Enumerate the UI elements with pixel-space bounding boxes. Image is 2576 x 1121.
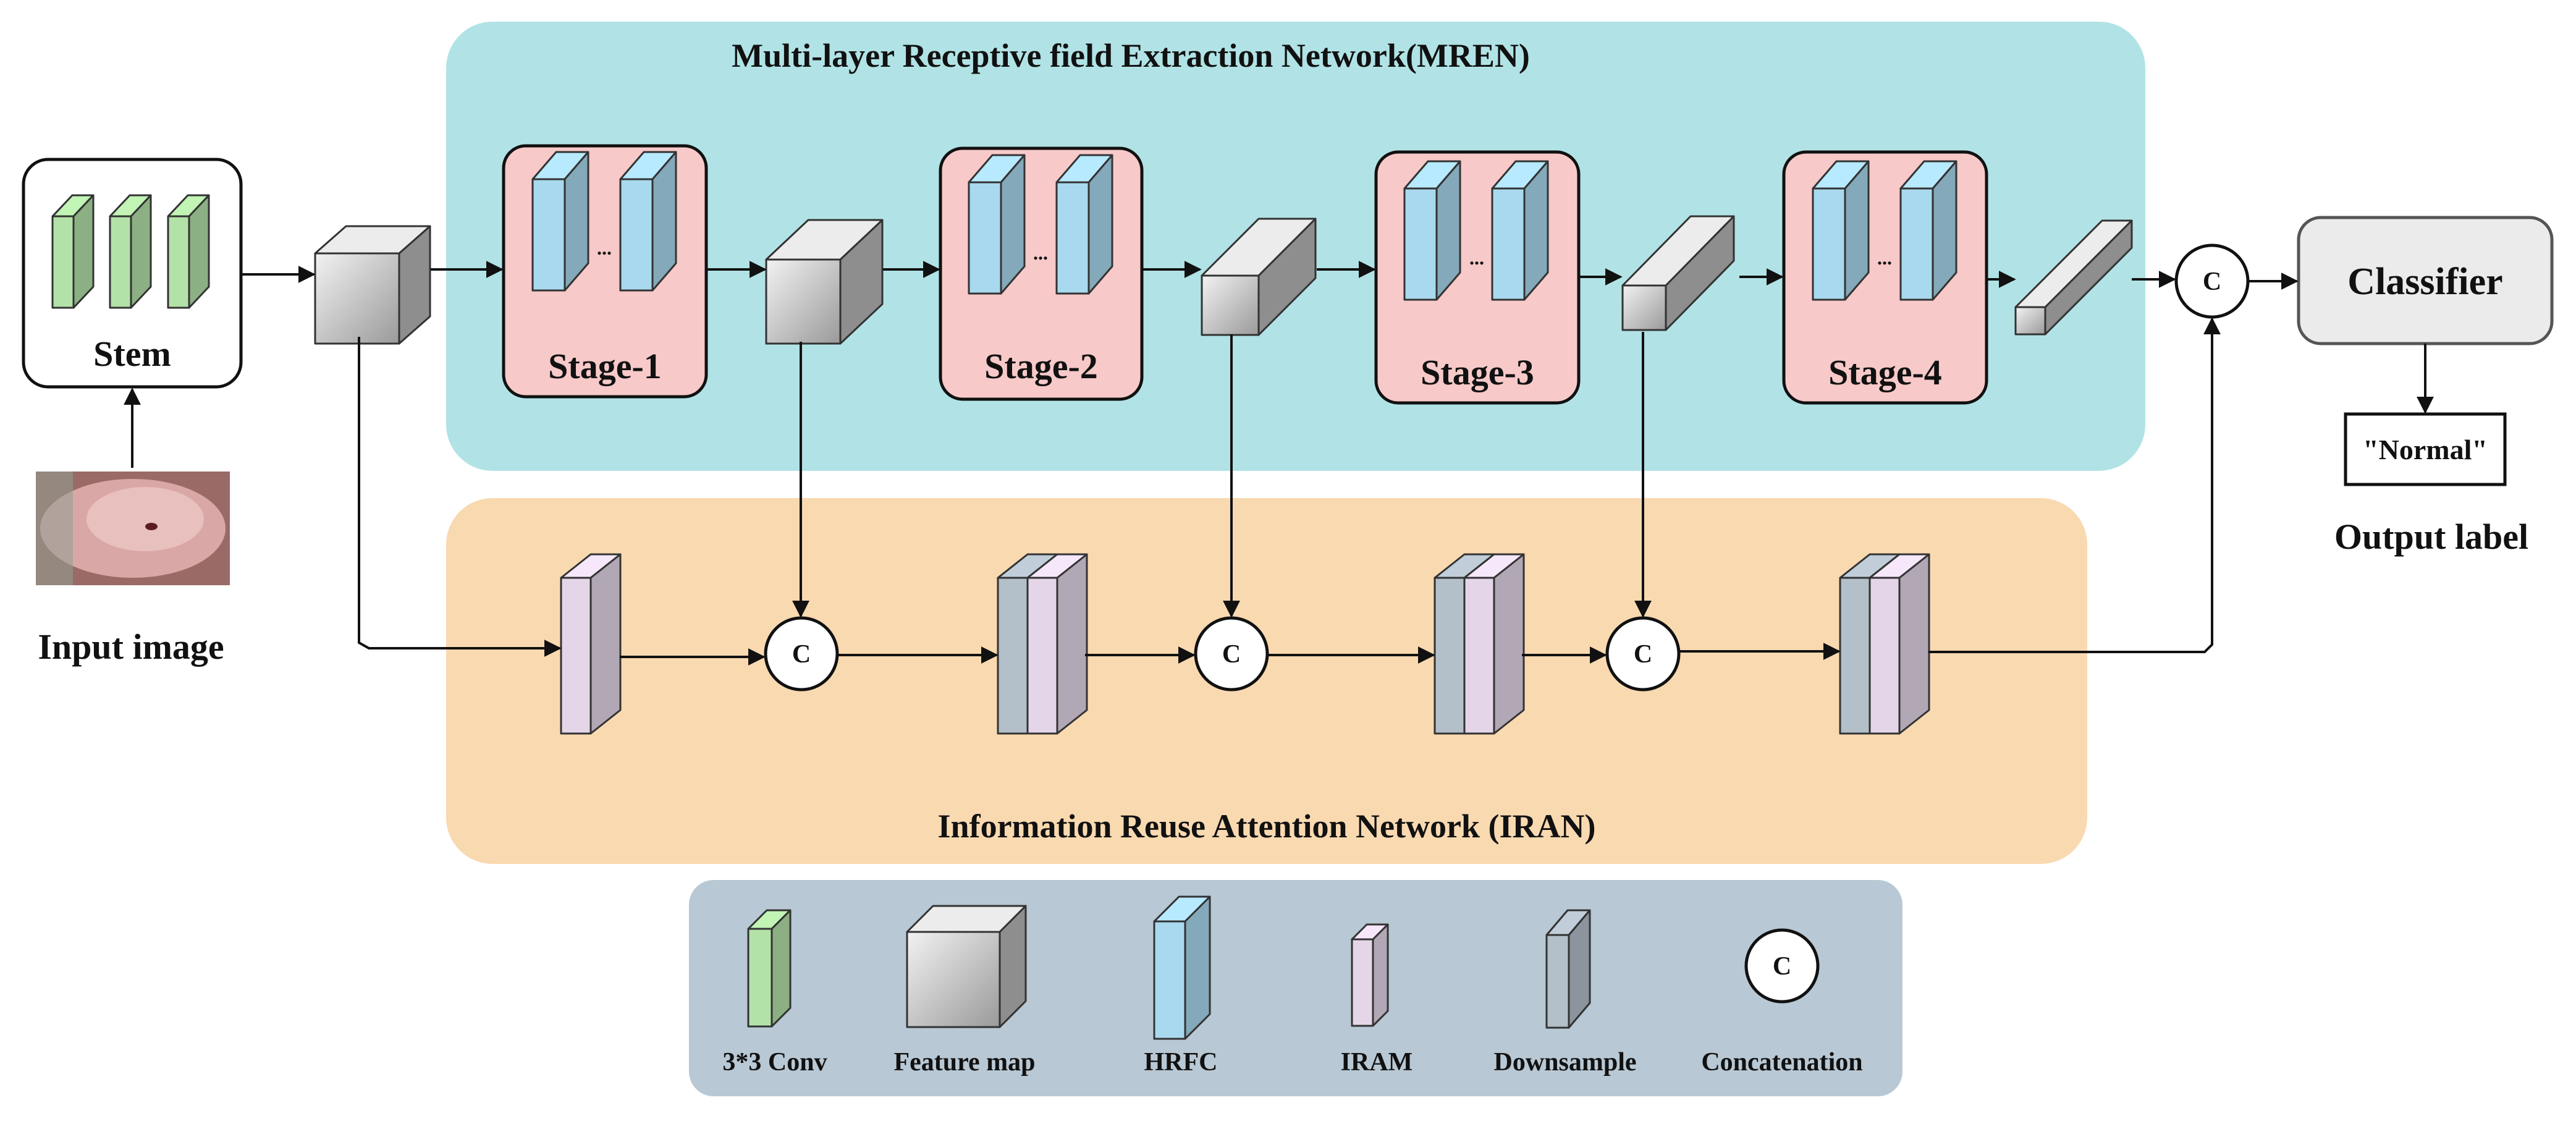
input-image-label: Input image [38,627,224,667]
stage-4-label: Stage-4 [1828,352,1942,392]
stage-1-dots: ... [597,237,612,259]
stage-2-dots: ... [1033,242,1048,264]
legend-label-concatenation: Concatenation [1701,1048,1862,1077]
svg-text:C: C [1222,640,1241,669]
stage-3-hrfc-block-a [1403,160,1461,301]
iram-block-icon [1351,923,1389,1027]
stem-label: Stem [93,334,171,374]
legend-label-hrfc: HRFC [1144,1048,1218,1077]
classifier-label: Classifier [2347,261,2502,303]
stage-1-hrfc-block-b [619,151,677,292]
connection-arrows [124,261,2434,666]
stage-1-hrfc-block-a [531,151,589,292]
output-value: "Normal" [2363,434,2488,465]
hrfc-block-icon [1153,895,1211,1040]
iran-iram-block-3 [1463,553,1525,735]
iran-iram-block-4 [1869,553,1930,735]
input-image-thumbnail [36,472,230,585]
feature-map-cube-1 [765,219,884,345]
iran-iram-block-1 [560,553,622,735]
svg-text:C: C [792,640,811,669]
stage-2-hrfc-block-b [1055,154,1113,295]
stage-3-dots: ... [1469,247,1484,269]
stage-3-hrfc-block-b [1491,160,1549,301]
stage-2-label: Stage-2 [984,346,1098,386]
stem-conv-block-1 [51,194,95,309]
svg-text:C: C [1773,952,1791,981]
feature-map-cube-0 [314,225,431,345]
concat-node-1: C [764,616,839,692]
downsample-block-icon [1545,909,1591,1029]
concat-node-3: C [1605,616,1681,692]
iran-iram-block-2 [1026,553,1088,735]
stage-1-label: Stage-1 [548,346,662,386]
concat-circle-icon: C [1744,928,1820,1004]
mren-title: Multi-layer Receptive field Extraction N… [732,37,1530,74]
concat-node-2: C [1194,616,1269,692]
stem-conv-block-2 [109,194,152,309]
stem-conv-block-3 [167,194,210,309]
output-value-box [2344,412,2507,486]
stage-4-hrfc-block-a [1812,160,1870,301]
concat-node-final: C [2174,243,2250,319]
feature-map-cube-2 [1201,218,1317,336]
legend-label-feature-map: Feature map [893,1048,1035,1077]
stage-3-label: Stage-3 [1421,352,1534,392]
feature-map-cube-4 [2014,219,2133,336]
stage-2-hrfc-block-a [968,154,1026,295]
feature-map-cube-3 [1621,215,1735,331]
stage-4-dots: ... [1877,247,1892,269]
feature-map-cube-icon [906,905,1027,1028]
iran-title: Information Reuse Attention Network (IRA… [938,808,1596,845]
svg-text:C: C [1634,640,1652,669]
output-label: Output label [2334,517,2528,557]
stage-4-hrfc-block-b [1899,160,1957,301]
svg-text:C: C [2203,268,2221,296]
iran-panel [446,498,2087,864]
legend-label-conv: 3*3 Conv [722,1048,827,1077]
legend-label-downsample: Downsample [1493,1048,1636,1077]
legend-label-iram: IRAM [1341,1048,1413,1077]
conv-block-icon [747,909,792,1028]
